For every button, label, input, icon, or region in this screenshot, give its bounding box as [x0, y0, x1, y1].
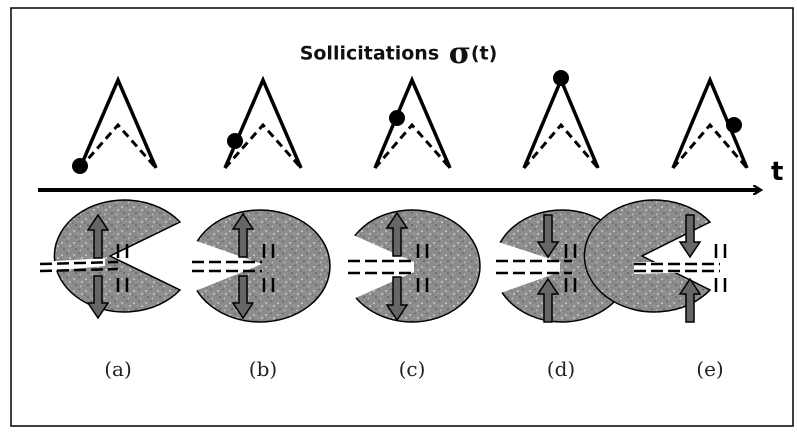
- panel-label-a: (a): [104, 357, 132, 381]
- load-cycle-b: [223, 75, 303, 169]
- load-marker-c: [389, 110, 405, 126]
- specimen-a: [39, 199, 182, 320]
- crack-notch-a: [40, 258, 105, 272]
- sigma-symbol: σ: [448, 36, 471, 71]
- panel-label-c: (c): [399, 357, 426, 381]
- title-text: Sollicitations: [299, 42, 440, 65]
- panel-e: (e): [583, 75, 749, 381]
- compression-arrow-down-d: [536, 214, 560, 259]
- panel-label-e: (e): [696, 357, 723, 381]
- load-cycle-c: [373, 75, 452, 169]
- panel-b: (b): [188, 75, 331, 381]
- load-marker-d: [553, 70, 569, 86]
- compression-arrow-down-e: [678, 214, 702, 259]
- tension-arrow-up-b: [231, 212, 255, 258]
- tension-arrow-down-a: [86, 275, 110, 320]
- panel-a: (a): [39, 75, 182, 381]
- tension-arrow-up-c: [385, 211, 409, 257]
- load-cycle-d: [522, 70, 600, 169]
- tension-arrow-down-c: [385, 276, 409, 322]
- specimen-c: [342, 209, 481, 323]
- load-marker-e: [726, 117, 742, 133]
- compression-arrow-up-d: [536, 277, 560, 323]
- title-argument: (t): [470, 42, 498, 65]
- panel-label-d: (d): [547, 357, 575, 381]
- tension-arrow-down-b: [231, 275, 255, 320]
- load-cycle-a: [72, 75, 158, 174]
- figure-frame: [10, 7, 794, 427]
- panel-c: (c): [342, 75, 481, 381]
- load-cycle-e: [671, 75, 749, 169]
- crack-notch-b: [188, 238, 262, 294]
- time-axis-label: t: [771, 157, 783, 187]
- load-marker-b: [227, 133, 243, 149]
- specimen-disk-e: [583, 199, 712, 313]
- crack-notch-c: [342, 230, 414, 304]
- figure-title: Sollicitations σ(t): [0, 36, 797, 71]
- compression-arrow-up-e: [678, 277, 702, 323]
- panel-label-b: (b): [249, 357, 277, 381]
- specimen-b: [188, 209, 331, 323]
- crack-notch-d: [492, 240, 560, 296]
- load-marker-a: [72, 158, 88, 174]
- tension-arrow-up-a: [86, 213, 110, 259]
- specimen-e: [583, 199, 727, 323]
